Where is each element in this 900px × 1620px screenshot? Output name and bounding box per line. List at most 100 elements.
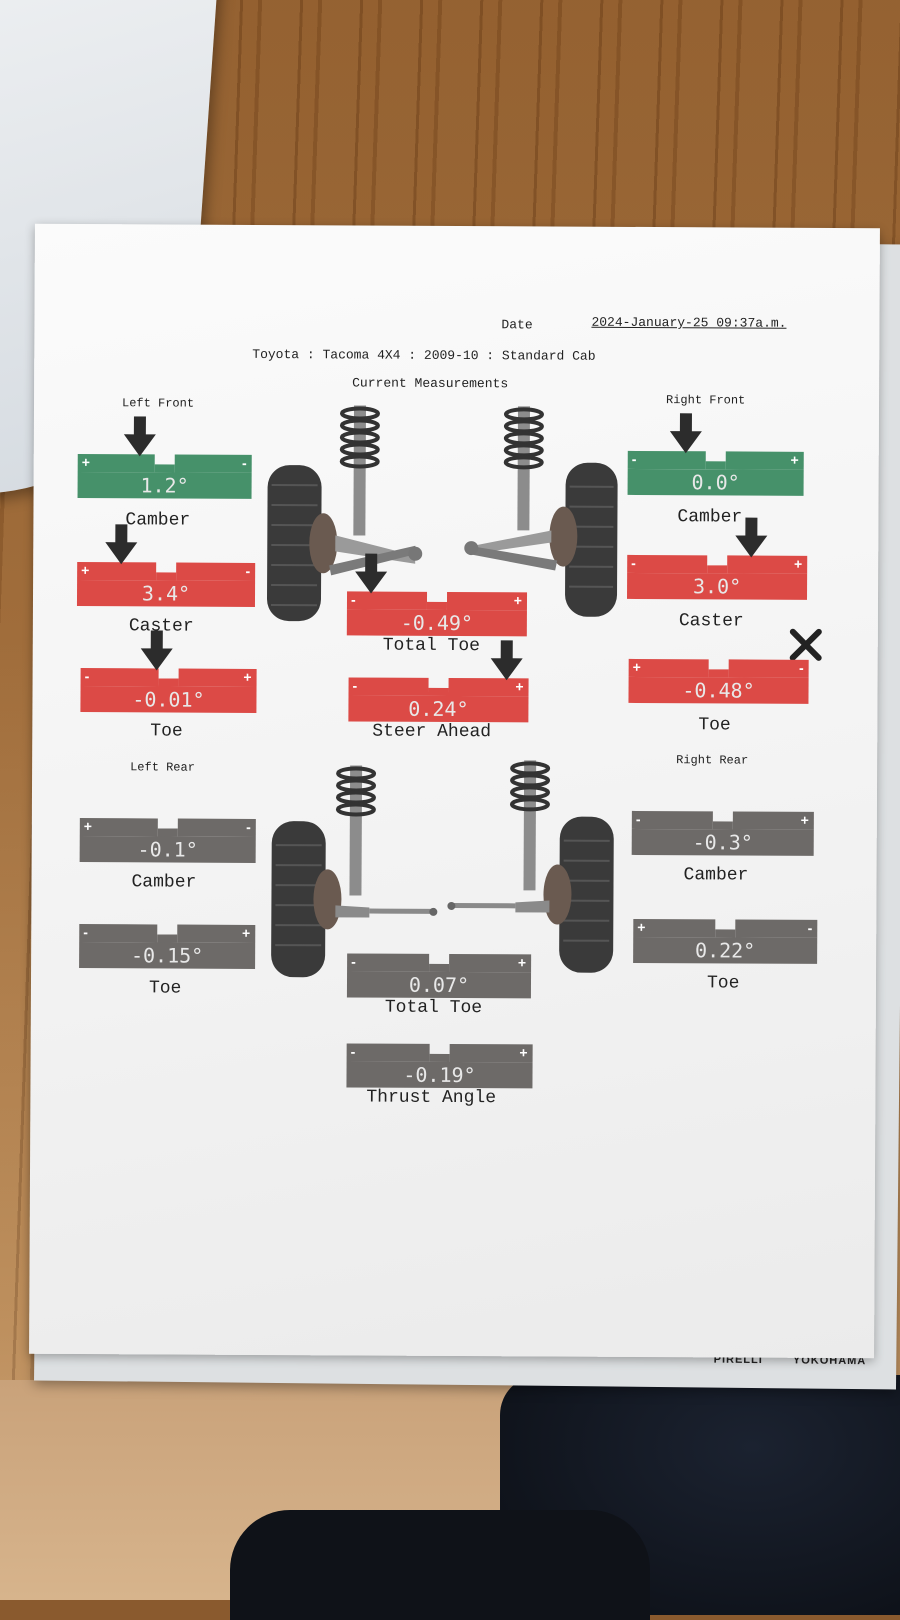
scale-center-notch bbox=[706, 461, 726, 469]
dark-object-foreground bbox=[230, 1510, 650, 1620]
scale-center-notch bbox=[707, 565, 727, 573]
down-arrow-icon bbox=[139, 630, 175, 672]
scale-sign-left: - bbox=[83, 924, 88, 940]
scale-sign-left: - bbox=[632, 451, 637, 467]
left-rear-camber-gauge: +--0.1° bbox=[80, 818, 256, 863]
scale-sign-right: + bbox=[801, 812, 809, 828]
rear-left-suspension-illustration bbox=[269, 755, 440, 986]
scale-sign-right: + bbox=[519, 1044, 527, 1060]
down-arrow-icon bbox=[668, 413, 704, 455]
scale-right-segment bbox=[735, 919, 817, 937]
left-rear-camber-label: Camber bbox=[131, 872, 196, 892]
gauge-scale: -+ bbox=[347, 953, 531, 972]
scale-center-notch bbox=[715, 929, 735, 937]
left-front-toe-gauge: - +-0.01° bbox=[80, 668, 256, 713]
right-front-caster-label: Caster bbox=[679, 611, 744, 631]
scale-center-notch bbox=[159, 678, 179, 686]
corner-left-rear: Left Rear bbox=[130, 760, 195, 774]
left-rear-toe-value: -0.15° bbox=[79, 942, 255, 969]
scale-sign-right: - bbox=[245, 563, 250, 579]
left-rear-toe-label: Toe bbox=[149, 978, 182, 998]
scale-sign-left: - bbox=[351, 1043, 356, 1059]
x-mark-icon bbox=[789, 628, 823, 662]
scale-sign-right: + bbox=[243, 669, 251, 685]
right-rear-toe-value: 0.22° bbox=[633, 937, 817, 964]
scale-center-notch bbox=[155, 464, 175, 472]
right-rear-camber-gauge: -+-0.3° bbox=[632, 811, 814, 856]
scale-center-notch bbox=[428, 688, 448, 696]
down-arrow-icon bbox=[733, 517, 769, 559]
right-rear-toe-label: Toe bbox=[707, 973, 740, 993]
scale-sign-right: - bbox=[246, 819, 251, 835]
scale-sign-left: + bbox=[82, 454, 90, 470]
front-total-toe-label: Total Toe bbox=[383, 636, 480, 657]
thrust-angle-gauge: -+-0.19° bbox=[346, 1043, 532, 1088]
date-label: Date bbox=[501, 317, 532, 332]
rear-total-toe-gauge: -+0.07° bbox=[347, 953, 531, 998]
scale-left-segment bbox=[347, 1043, 430, 1061]
gauge-scale: -+ bbox=[347, 1043, 533, 1062]
scale-sign-left: + bbox=[81, 562, 89, 578]
scale-left-segment bbox=[348, 677, 428, 695]
section-title: Current Measurements bbox=[352, 375, 508, 391]
left-front-camber-value: 1.2° bbox=[78, 472, 252, 499]
scale-sign-right: - bbox=[242, 455, 247, 471]
right-front-camber-gauge: -+0.0° bbox=[628, 451, 804, 496]
scale-center-notch bbox=[157, 934, 177, 942]
left-front-caster-value: 3.4° bbox=[77, 580, 255, 607]
scale-sign-right: + bbox=[791, 452, 799, 468]
gauge-scale: +- bbox=[78, 454, 252, 473]
scale-sign-left: - bbox=[636, 811, 641, 827]
right-front-toe-value: -0.48° bbox=[628, 677, 808, 704]
scale-left-segment bbox=[347, 953, 429, 971]
corner-left-front: Left Front bbox=[122, 396, 194, 410]
left-rear-camber-value: -0.1° bbox=[80, 836, 256, 863]
scale-right-segment bbox=[729, 659, 809, 677]
scale-sign-left: - bbox=[351, 953, 356, 969]
right-front-toe-gauge: + --0.48° bbox=[628, 659, 808, 704]
gauge-scale: -+ bbox=[628, 451, 804, 470]
scale-sign-left: - bbox=[353, 677, 358, 693]
scale-sign-left: + bbox=[633, 659, 641, 675]
scale-sign-right: + bbox=[518, 954, 526, 970]
down-arrow-icon bbox=[122, 416, 158, 458]
vehicle-description: Toyota : Tacoma 4X4 : 2009-10 : Standard… bbox=[252, 347, 595, 364]
steer-ahead-label: Steer Ahead bbox=[372, 722, 491, 743]
scale-sign-left: - bbox=[85, 668, 90, 684]
alignment-report-sheet: Date 2024-January-25 09:37a.m. Toyota : … bbox=[29, 224, 880, 1358]
down-arrow-icon bbox=[353, 553, 389, 595]
left-front-toe-value: -0.01° bbox=[80, 686, 256, 713]
front-total-toe-value: -0.49° bbox=[347, 609, 527, 636]
scale-center-notch bbox=[430, 1054, 450, 1062]
date-value: 2024-January-25 09:37a.m. bbox=[591, 315, 786, 331]
scale-right-segment bbox=[175, 455, 252, 473]
scale-sign-left: - bbox=[631, 555, 636, 571]
front-total-toe-gauge: -+-0.49° bbox=[347, 591, 527, 636]
scale-sign-left: + bbox=[637, 919, 645, 935]
scale-left-segment bbox=[79, 924, 157, 942]
gauge-scale: -+ bbox=[627, 555, 807, 574]
gauge-scale: +- bbox=[633, 919, 817, 938]
thrust-angle-label: Thrust Angle bbox=[366, 1088, 496, 1109]
steer-ahead-value: 0.24° bbox=[348, 695, 528, 722]
right-front-toe-label: Toe bbox=[698, 715, 731, 735]
right-rear-toe-gauge: +-0.22° bbox=[633, 919, 817, 964]
corner-right-front: Right Front bbox=[666, 393, 745, 407]
scale-sign-right: + bbox=[794, 556, 802, 572]
scale-right-segment bbox=[176, 563, 255, 581]
scale-left-segment bbox=[627, 555, 707, 573]
right-front-caster-gauge: -+3.0° bbox=[627, 555, 807, 600]
right-front-camber-value: 0.0° bbox=[628, 469, 804, 496]
gauge-scale: -+ bbox=[79, 924, 255, 943]
down-arrow-icon bbox=[103, 524, 139, 566]
scale-center-notch bbox=[429, 964, 449, 972]
scale-center-notch bbox=[427, 602, 447, 610]
scale-sign-right: - bbox=[799, 660, 804, 676]
rear-right-suspension-illustration bbox=[445, 750, 616, 981]
scale-center-notch bbox=[709, 669, 729, 677]
scale-center-notch bbox=[713, 821, 733, 829]
corner-right-rear: Right Rear bbox=[676, 753, 748, 767]
left-front-camber-gauge: +-1.2° bbox=[78, 454, 252, 499]
thrust-angle-value: -0.19° bbox=[346, 1061, 532, 1088]
scale-center-notch bbox=[156, 572, 176, 580]
